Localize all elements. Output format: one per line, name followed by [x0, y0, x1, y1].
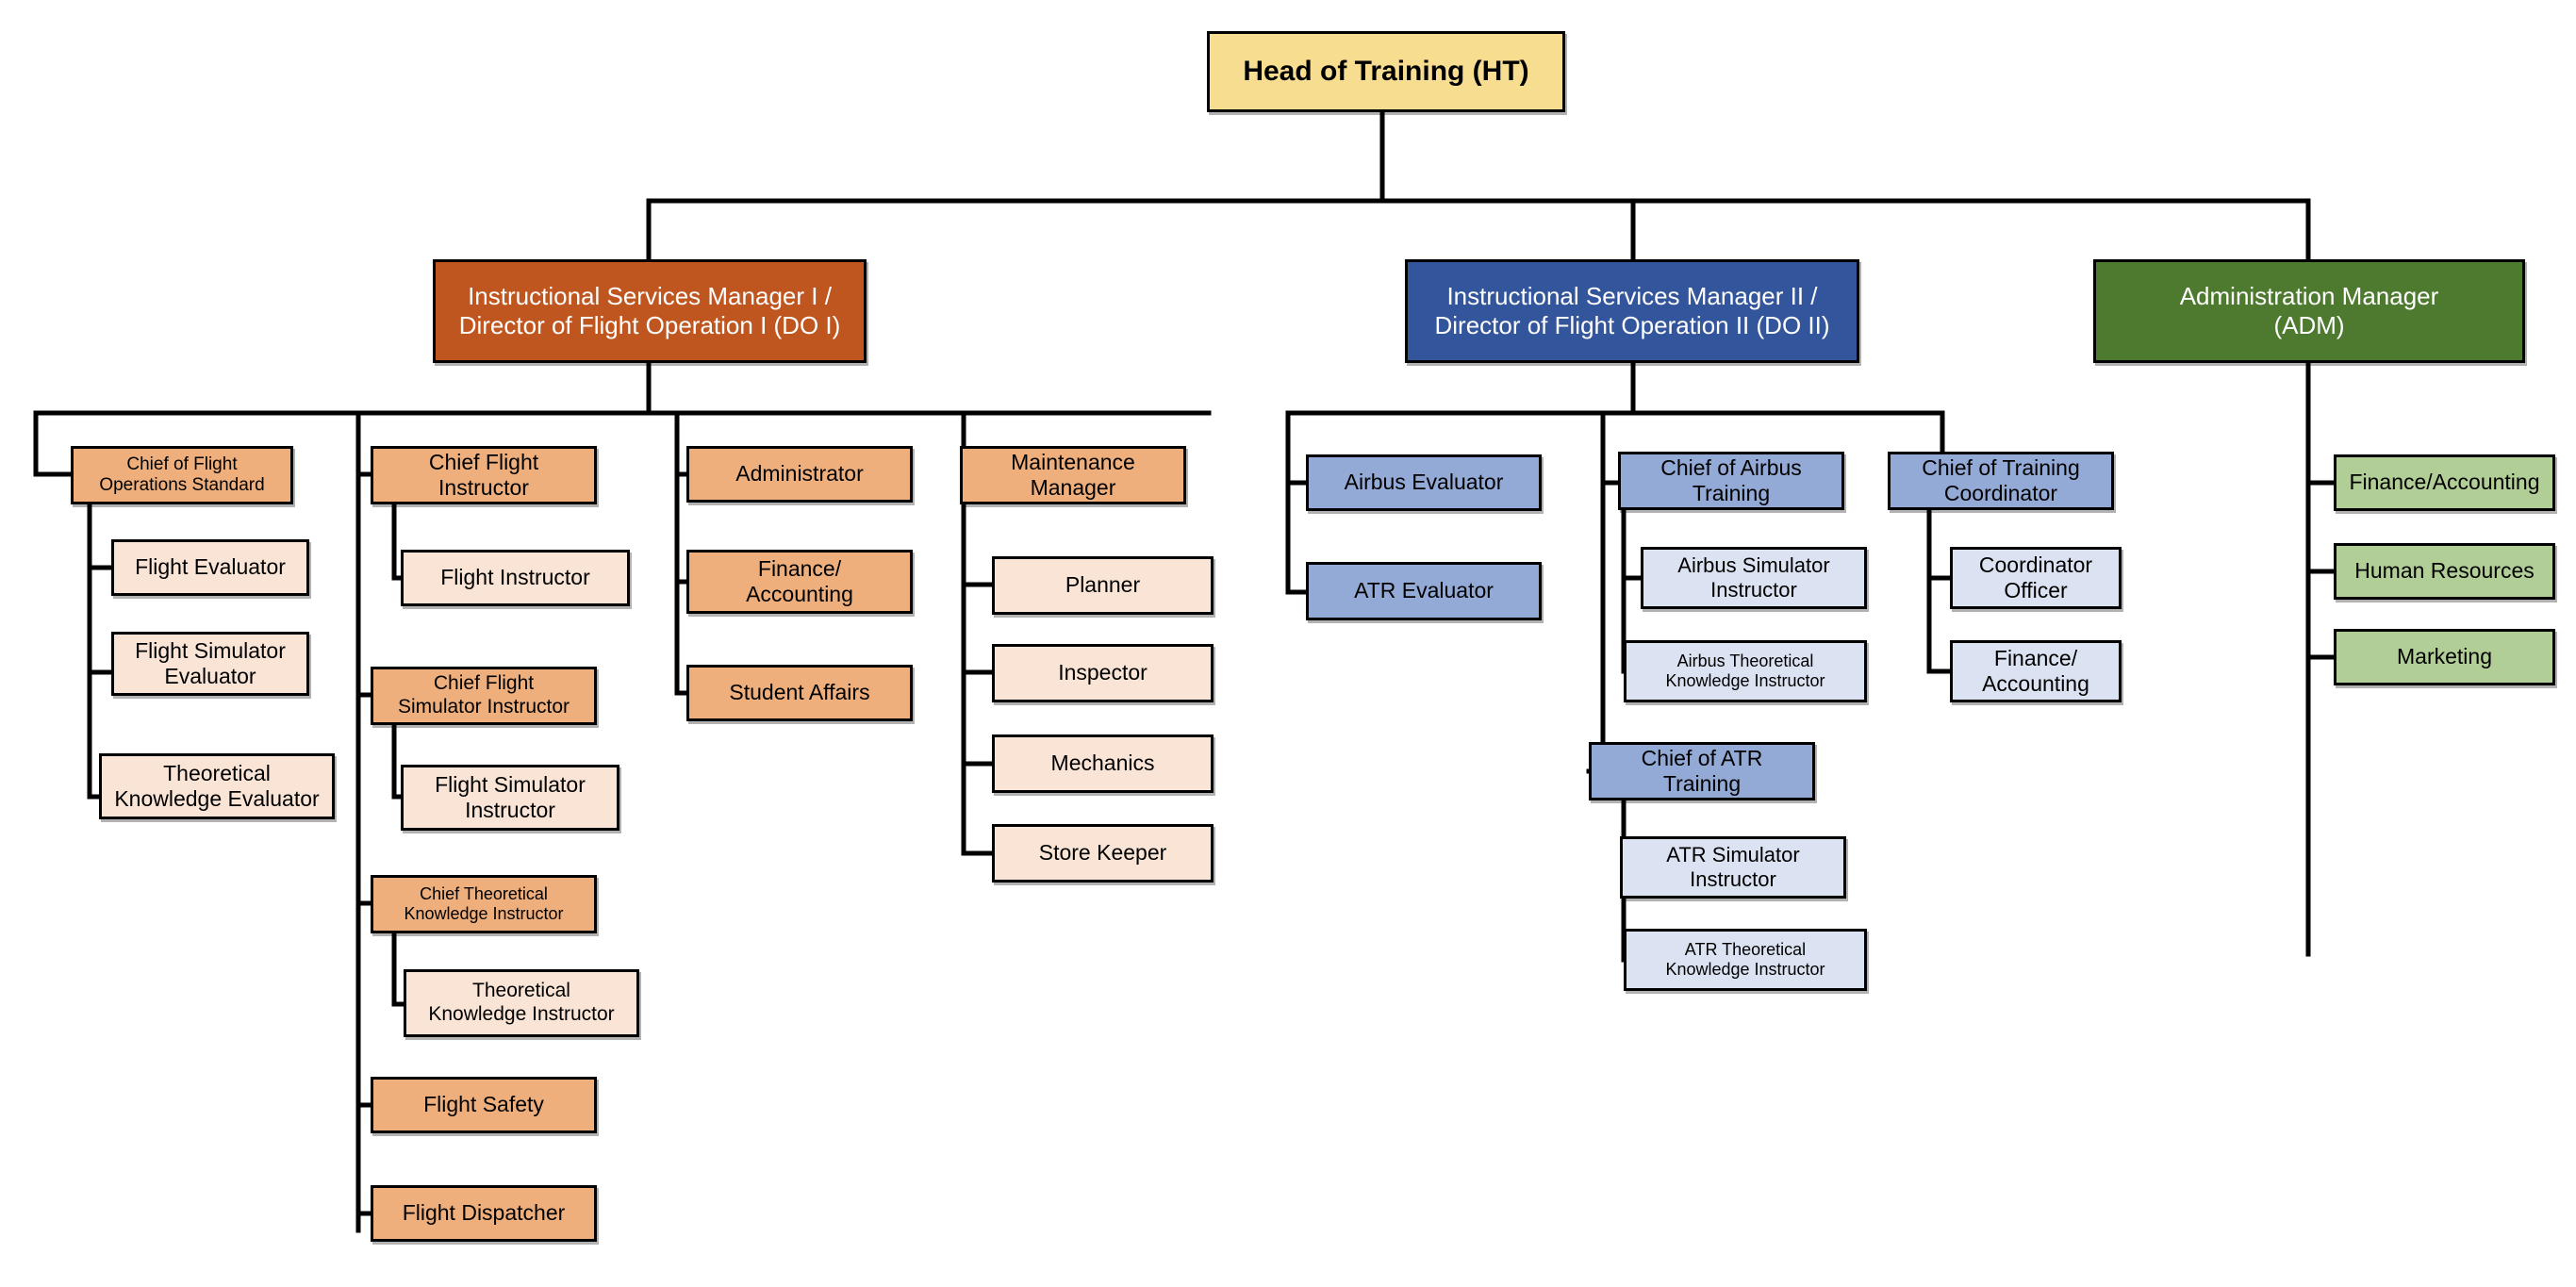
node-store-keeper[interactable]: Store Keeper	[992, 824, 1214, 883]
node-flight-evaluator[interactable]: Flight Evaluator	[111, 539, 309, 596]
node-chief-flight-instructor[interactable]: Chief Flight Instructor	[371, 446, 597, 504]
node-maintenance-manager[interactable]: Maintenance Manager	[960, 446, 1186, 504]
node-chief-of-atr-training[interactable]: Chief of ATR Training	[1589, 742, 1815, 800]
node-airbus-theoretical-knowledge-instructor[interactable]: Airbus Theoretical Knowledge Instructor	[1624, 640, 1867, 702]
node-atr-theoretical-knowledge-instructor[interactable]: ATR Theoretical Knowledge Instructor	[1624, 929, 1867, 991]
node-planner[interactable]: Planner	[992, 556, 1214, 615]
node-chief-theoretical-knowledge-instructor[interactable]: Chief Theoretical Knowledge Instructor	[371, 875, 597, 933]
node-finance-accounting-do1[interactable]: Finance/ Accounting	[686, 550, 913, 614]
node-administrator[interactable]: Administrator	[686, 446, 913, 503]
node-student-affairs[interactable]: Student Affairs	[686, 665, 913, 721]
node-atr-simulator-instructor[interactable]: ATR Simulator Instructor	[1620, 836, 1846, 899]
node-mechanics[interactable]: Mechanics	[992, 734, 1214, 793]
node-finance-accounting-adm[interactable]: Finance/Accounting	[2334, 454, 2555, 511]
node-flight-simulator-instructor[interactable]: Flight Simulator Instructor	[401, 765, 619, 831]
node-chief-of-airbus-training[interactable]: Chief of Airbus Training	[1618, 452, 1844, 510]
node-head-of-training[interactable]: Head of Training (HT)	[1207, 31, 1565, 112]
node-atr-evaluator[interactable]: ATR Evaluator	[1306, 562, 1542, 620]
node-administration-manager[interactable]: Administration Manager (ADM)	[2093, 259, 2525, 363]
node-instructional-services-manager-2[interactable]: Instructional Services Manager II / Dire…	[1405, 259, 1859, 363]
node-airbus-evaluator[interactable]: Airbus Evaluator	[1306, 454, 1542, 511]
node-airbus-simulator-instructor[interactable]: Airbus Simulator Instructor	[1641, 547, 1867, 609]
node-flight-dispatcher[interactable]: Flight Dispatcher	[371, 1185, 597, 1242]
node-marketing[interactable]: Marketing	[2334, 629, 2555, 685]
node-instructional-services-manager-1[interactable]: Instructional Services Manager I / Direc…	[433, 259, 867, 363]
node-chief-of-flight-operations-standard[interactable]: Chief of Flight Operations Standard	[71, 446, 293, 504]
node-coordinator-officer[interactable]: Coordinator Officer	[1950, 547, 2122, 609]
node-theoretical-knowledge-evaluator[interactable]: Theoretical Knowledge Evaluator	[99, 753, 335, 819]
node-flight-instructor[interactable]: Flight Instructor	[401, 550, 630, 606]
node-theoretical-knowledge-instructor[interactable]: Theoretical Knowledge Instructor	[404, 969, 639, 1037]
node-flight-safety[interactable]: Flight Safety	[371, 1077, 597, 1133]
node-inspector[interactable]: Inspector	[992, 644, 1214, 702]
node-chief-flight-simulator-instructor[interactable]: Chief Flight Simulator Instructor	[371, 667, 597, 725]
node-finance-accounting-do2[interactable]: Finance/ Accounting	[1950, 640, 2122, 702]
node-flight-simulator-evaluator[interactable]: Flight Simulator Evaluator	[111, 632, 309, 696]
node-human-resources[interactable]: Human Resources	[2334, 543, 2555, 600]
node-chief-of-training-coordinator[interactable]: Chief of Training Coordinator	[1888, 452, 2114, 510]
